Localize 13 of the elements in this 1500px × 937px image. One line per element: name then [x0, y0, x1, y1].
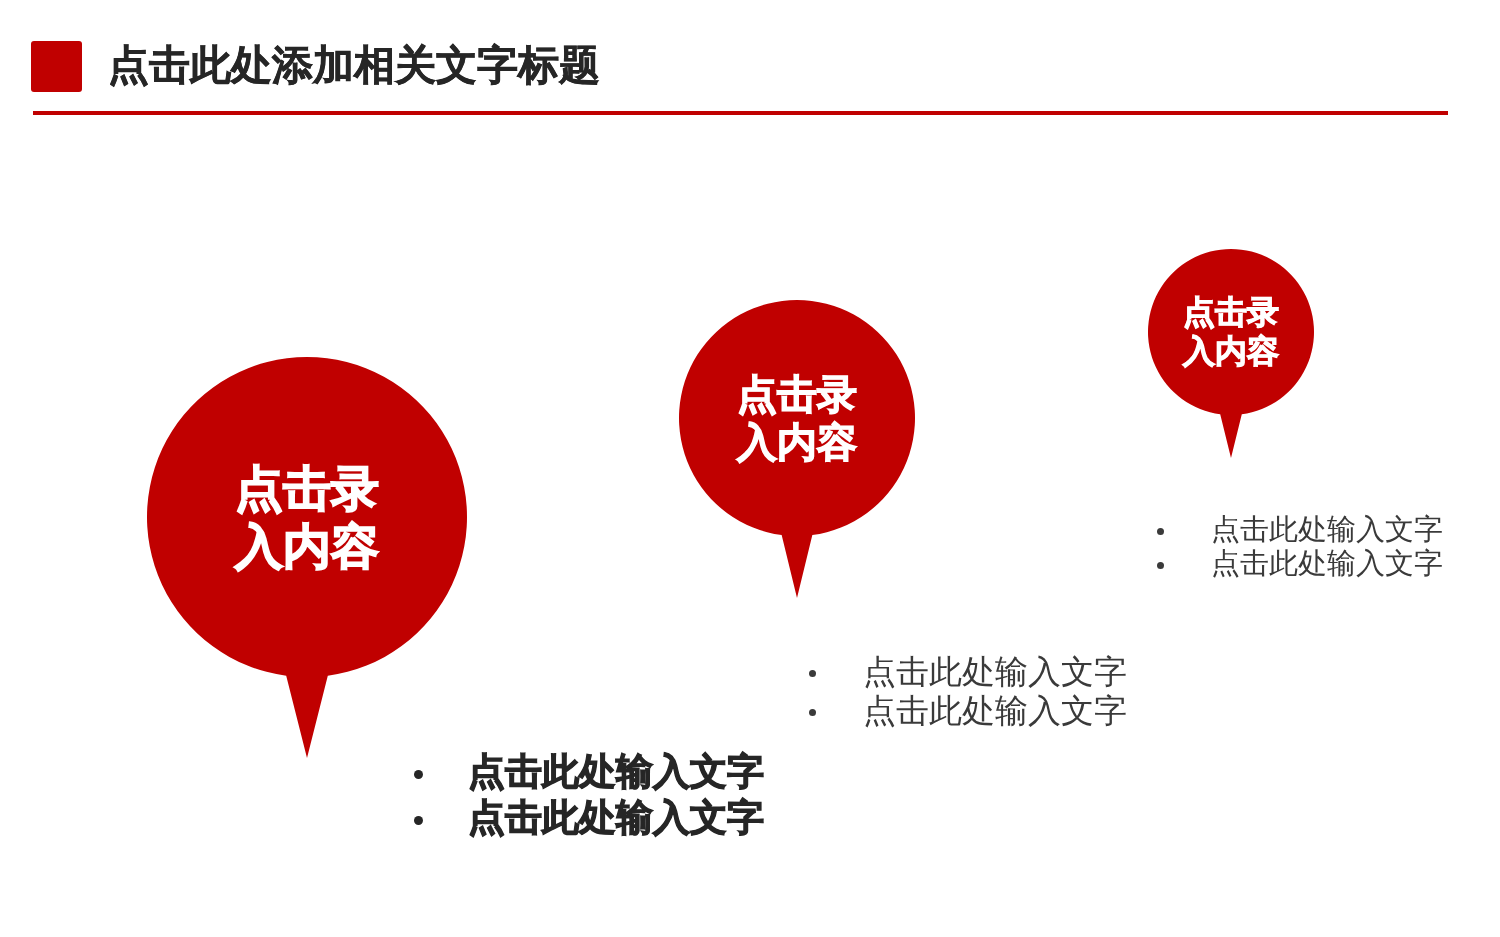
pin-label: 点击录入内容: [735, 370, 858, 466]
bullet-text: 点击此处输入文字: [1211, 546, 1443, 580]
bullet-text: 点击此处输入文字: [863, 652, 1127, 691]
location-pin: [679, 300, 915, 598]
bullet-text: 点击此处输入文字: [468, 795, 764, 841]
bullet-text: 点击此处输入文字: [468, 749, 764, 795]
bullet-text: 点击此处输入文字: [863, 691, 1127, 730]
bullet-text: 点击此处输入文字: [1211, 512, 1443, 546]
location-pin: [147, 357, 467, 758]
slide-title: 点击此处添加相关文字标题: [108, 40, 600, 90]
pin-label: 点击录入内容: [233, 459, 380, 575]
location-pin: [1148, 249, 1314, 458]
pin-label: 点击录入内容: [1181, 293, 1280, 371]
